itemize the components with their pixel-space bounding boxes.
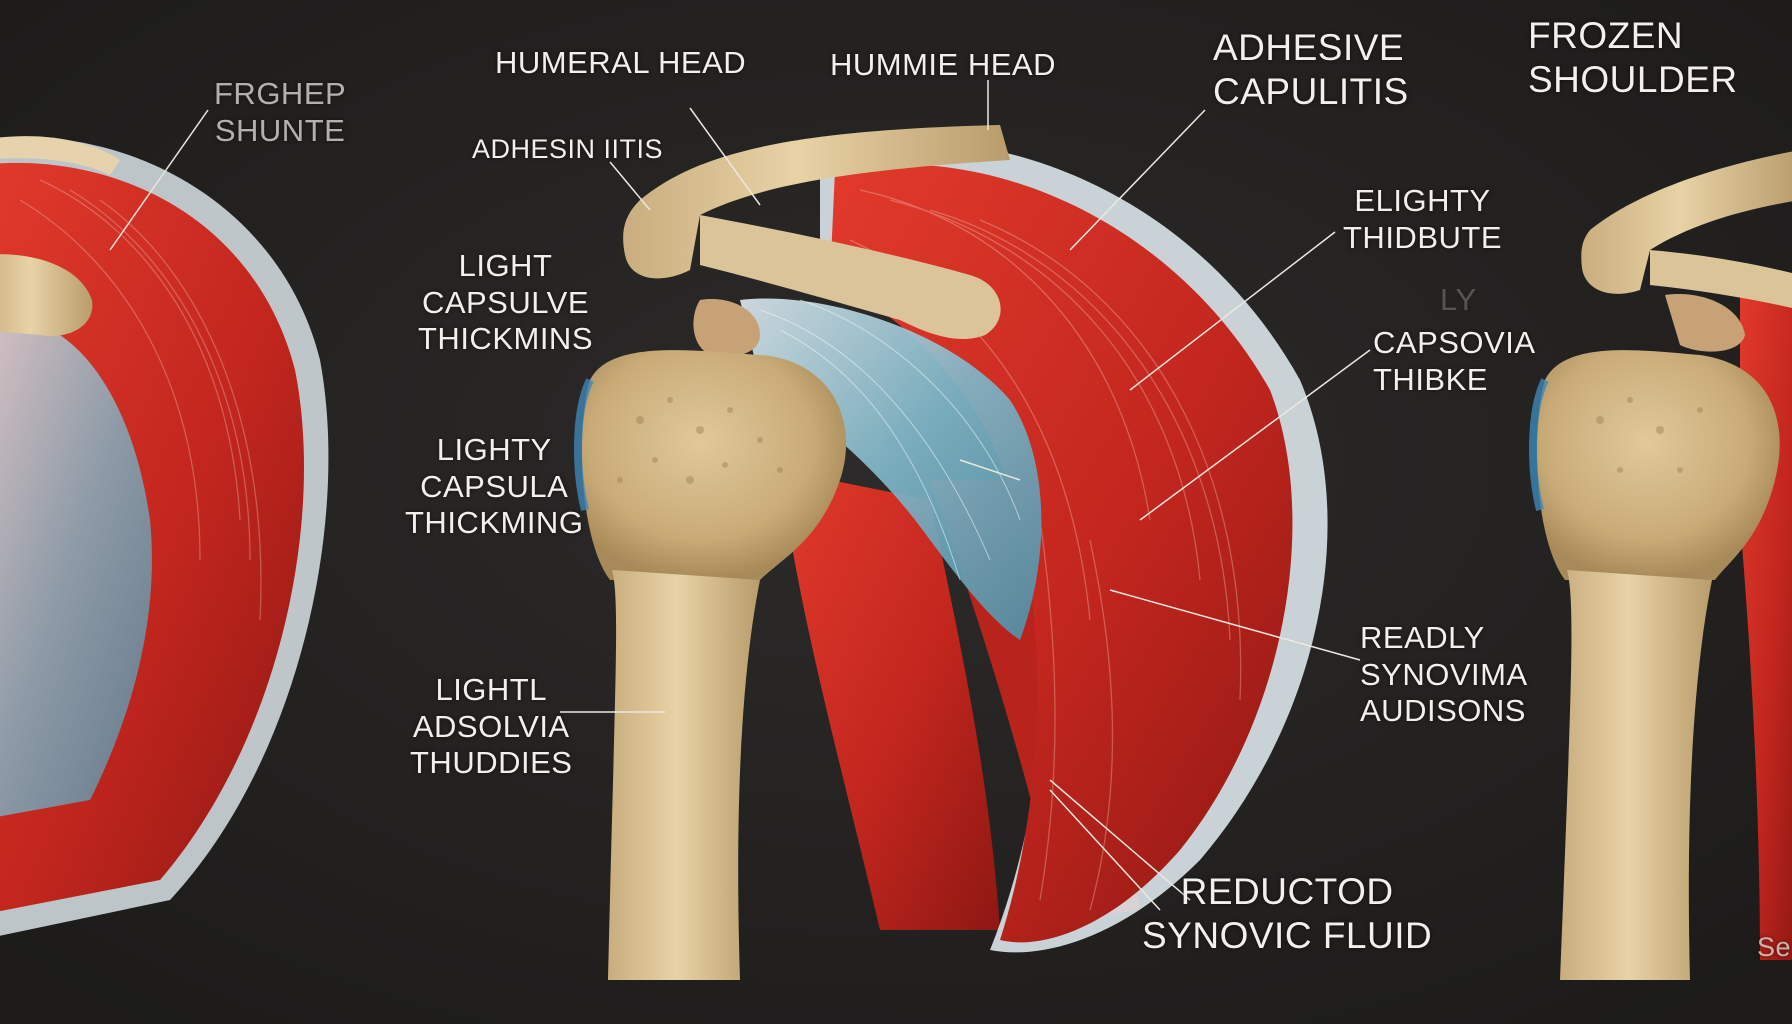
faded-ly-label: LY (1440, 282, 1477, 317)
right-shoulder-illustration (1529, 151, 1792, 980)
reduced-synovial-fluid-label: REDUCTOD SYNOVIC FLUID (1142, 871, 1433, 956)
corner-fragment-label: Se (1757, 932, 1792, 962)
humme-head-label: HUMMIE HEAD (830, 47, 1056, 82)
leader-lines (560, 80, 1371, 911)
left-panel-title: FRGHEP SHUNTE (214, 76, 347, 148)
frozen-shoulder-label: FROZEN SHOULDER (1528, 15, 1738, 100)
humeral-head-label: HUMERAL HEAD (495, 45, 747, 80)
light-adsolvia-label: LIGHTL ADSOLVIA THUDDIES (410, 672, 573, 781)
lighty-capsula-label: LIGHTY CAPSULA THICKMING (405, 432, 584, 541)
ready-synovima-label: READLY SYNOVIMA AUDISONS (1360, 620, 1528, 729)
adhesive-capsulitis-label: ADHESIVE CAPULITIS (1213, 27, 1409, 112)
left-shoulder-illustration (0, 109, 329, 936)
adhesin-itis-label: ADHESIN IITIS (472, 134, 664, 164)
center-shoulder-illustration (574, 125, 1328, 980)
capsovia-thibke-label: CAPSOVIA THIBKE (1373, 325, 1536, 397)
elighty-thidbute-label: ELIGHTY THIDBUTE (1343, 183, 1502, 255)
light-capsule-label: LIGHT CAPSULVE THICKMINS (418, 248, 593, 357)
